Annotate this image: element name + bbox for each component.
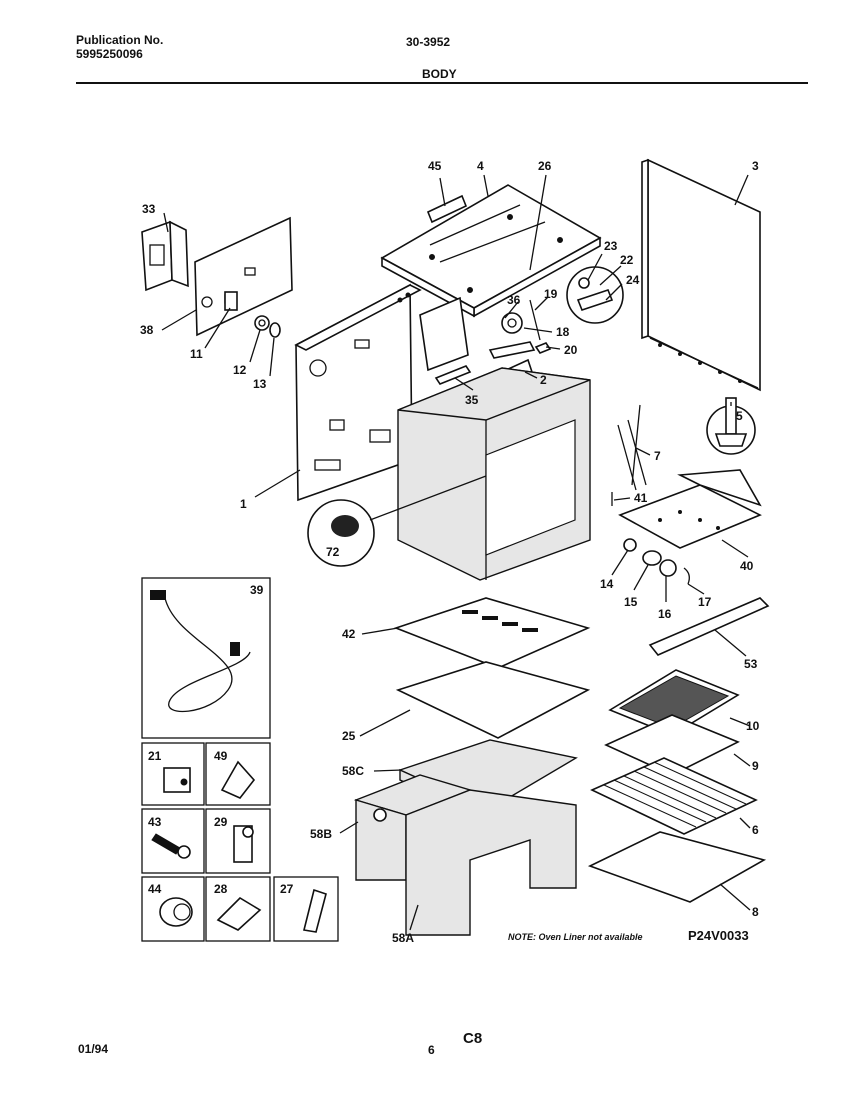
inset-box-29: [205, 808, 271, 874]
label-41: 41: [634, 491, 648, 505]
header-rule: [76, 82, 808, 84]
label-25: 25: [342, 729, 356, 743]
label-44: 44: [148, 882, 162, 896]
label-33: 33: [142, 202, 156, 216]
label-58c: 58C: [342, 764, 364, 778]
element-parts: [611, 404, 647, 506]
bottom-panel: [395, 661, 591, 739]
label-27: 27: [280, 882, 294, 896]
label-58a: 58A: [392, 931, 414, 945]
label-9: 9: [752, 759, 759, 773]
label-15: 15: [624, 595, 638, 609]
side-panel: [641, 158, 761, 392]
label-23: 23: [604, 239, 618, 253]
drawing-code: P24V0033: [688, 928, 749, 943]
back-panel: [294, 283, 422, 502]
label-24: 24: [626, 273, 640, 287]
latch-parts: [566, 266, 624, 324]
label-3: 3: [752, 159, 759, 173]
oven-cabinet: [397, 367, 591, 581]
door-seal-roll: [307, 499, 375, 567]
label-35: 35: [465, 393, 479, 407]
broiler-pan: [618, 469, 762, 549]
label-45: 45: [428, 159, 442, 173]
publication-label: Publication No.: [76, 33, 164, 47]
oven-rack: [590, 757, 758, 835]
footer-date: 01/94: [78, 1042, 109, 1056]
label-53: 53: [744, 657, 758, 671]
label-5: 5: [736, 409, 743, 423]
rear-cover: [194, 216, 293, 337]
label-6: 6: [752, 823, 759, 837]
label-28: 28: [214, 882, 228, 896]
inset-box-49: [205, 742, 271, 806]
label-38: 38: [140, 323, 154, 337]
label-4: 4: [477, 159, 484, 173]
leader-lines: [161, 174, 751, 931]
label-13: 13: [253, 377, 267, 391]
knob-parts: [623, 538, 690, 585]
label-14: 14: [600, 577, 614, 591]
small-fasteners: [224, 291, 281, 338]
switch-bracket: [419, 296, 552, 372]
inset-box-27: [273, 876, 339, 942]
label-72: 72: [326, 545, 340, 559]
label-18: 18: [556, 325, 570, 339]
section-title: BODY: [422, 67, 457, 81]
inset-box-43: [141, 808, 205, 874]
rail-part: [648, 597, 770, 656]
footer-section-code: C8: [463, 1030, 483, 1047]
publication-number: 5995250096: [76, 47, 143, 61]
label-21: 21: [148, 749, 162, 763]
label-8: 8: [752, 905, 759, 919]
label-58b: 58B: [310, 827, 332, 841]
inset-box-44: [141, 876, 205, 942]
label-40: 40: [740, 559, 754, 573]
label-7: 7: [654, 449, 661, 463]
bracket-part: [141, 220, 189, 292]
label-29: 29: [214, 815, 228, 829]
model-number: 30-3952: [406, 35, 451, 49]
drawer-base: [353, 739, 578, 936]
oven-liner: [587, 831, 767, 903]
label-12: 12: [233, 363, 247, 377]
label-17: 17: [698, 595, 712, 609]
broiler-grid: [608, 669, 740, 736]
part-45-shape: [426, 194, 468, 224]
label-26: 26: [538, 159, 552, 173]
label-10: 10: [746, 719, 760, 733]
label-22: 22: [620, 253, 634, 267]
label-11: 11: [190, 347, 203, 361]
label-36: 36: [507, 293, 521, 307]
part-labels: 33 38 11 12 13 1 45 4 26 3 23 22 24 36 1…: [140, 159, 760, 945]
label-2: 2: [540, 373, 547, 387]
label-20: 20: [564, 343, 578, 357]
leveling-leg: [706, 397, 756, 455]
oven-bottom: [393, 597, 591, 669]
inset-power-cord-box: [141, 577, 271, 739]
label-1: 1: [240, 497, 247, 511]
label-19: 19: [544, 287, 558, 301]
label-42: 42: [342, 627, 356, 641]
label-49: 49: [214, 749, 228, 763]
label-43: 43: [148, 815, 162, 829]
inset-box-28: [205, 876, 271, 942]
label-39: 39: [250, 583, 264, 597]
footer-page: 6: [428, 1043, 435, 1057]
label-16: 16: [658, 607, 672, 621]
oven-liner-note: NOTE: Oven Liner not available: [508, 932, 643, 942]
inset-box-21: [141, 742, 205, 806]
